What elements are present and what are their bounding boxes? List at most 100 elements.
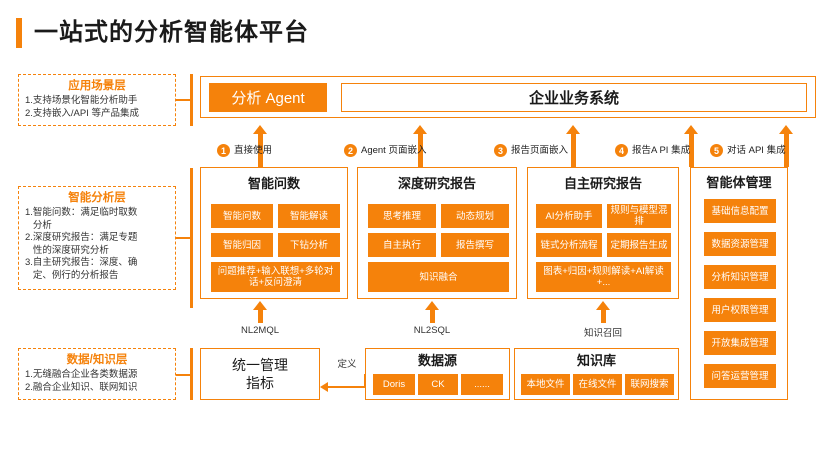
layer-box-analysis: 智能分析层 1.智能问数：满足临时取数 分析 2.深度研究报告：满足专题 性的深… — [18, 186, 176, 290]
integration-badge-1: 1 — [217, 144, 230, 157]
layer-line: 2.支持嵌入/API 等产品集成 — [25, 107, 140, 119]
arrow-head-icon — [425, 301, 439, 310]
chip-deep-research-0[interactable]: 思考推理 — [368, 204, 436, 228]
box-unified-metrics[interactable]: 统一管理 指标 — [200, 348, 320, 400]
integration-arrow-5 — [779, 125, 793, 167]
arrow-head-icon — [413, 125, 427, 134]
card-title-auto-research: 自主研究报告 — [563, 176, 642, 191]
connector-arrow-knowledge-recall — [596, 301, 610, 323]
bracket-connector-data — [176, 374, 192, 376]
bracket-vertical-analysis — [190, 168, 193, 308]
connector-label-knowledge-recall: 知识召回 — [583, 328, 622, 339]
chip-datasource-2[interactable]: ...... — [461, 374, 503, 395]
define-arrow-line — [328, 386, 366, 388]
connector-label-nl2mql: NL2MQL — [240, 325, 279, 336]
arrow-head-icon — [596, 301, 610, 310]
chip-auto-research-wide[interactable]: 图表+归因+规则解读+AI解读+... — [536, 262, 671, 292]
chip-smart-query-wide[interactable]: 问题推荐+输入联想+多轮对话+反问澄清 — [211, 262, 340, 292]
chip-management-3[interactable]: 用户权限管理 — [704, 298, 776, 322]
chip-deep-research-wide[interactable]: 知识融合 — [368, 262, 509, 292]
arrow-stem — [570, 134, 576, 167]
chip-deep-research-1[interactable]: 动态规划 — [441, 204, 509, 228]
card-deep-research[interactable]: 深度研究报告 思考推理 动态规划 自主执行 报告撰写 知识融合 — [357, 167, 517, 299]
card-auto-research[interactable]: 自主研究报告 AI分析助手 规则与模型混排 链式分析流程 定期报告生成 图表+归… — [527, 167, 679, 299]
define-arrow-head-icon — [320, 382, 328, 392]
chip-management-2[interactable]: 分析知识管理 — [704, 265, 776, 289]
layer-box-application: 应用场景层 1.支持场景化智能分析助手 2.支持嵌入/API 等产品集成 — [18, 74, 176, 126]
chip-knowledge-0[interactable]: 本地文件 — [521, 374, 570, 395]
chip-management-4[interactable]: 开放集成管理 — [704, 331, 776, 355]
integration-label-1: 直接使用 — [234, 145, 273, 156]
integration-badge-2: 2 — [344, 144, 357, 157]
chip-auto-research-3[interactable]: 定期报告生成 — [607, 233, 671, 257]
arrow-stem — [429, 310, 435, 323]
layer-line: 1.无缝融合企业各类数据源 — [25, 369, 138, 380]
layer-title-analysis: 智能分析层 — [68, 192, 126, 204]
chip-deep-research-3[interactable]: 报告撰写 — [441, 233, 509, 257]
arrow-head-icon — [779, 125, 793, 134]
bracket-vertical-data — [190, 348, 193, 400]
define-label: 定义 — [337, 359, 357, 370]
integration-badge-5: 5 — [710, 144, 723, 157]
chip-auto-research-0[interactable]: AI分析助手 — [536, 204, 602, 228]
connector-arrow-nl2mql — [253, 301, 267, 323]
arrow-stem — [600, 310, 606, 323]
chip-auto-research-1[interactable]: 规则与模型混排 — [607, 204, 671, 228]
chip-smart-query-1[interactable]: 智能解读 — [278, 204, 340, 228]
chip-smart-query-2[interactable]: 智能归因 — [211, 233, 273, 257]
integration-label-3: 报告页面嵌入 — [511, 145, 569, 156]
bracket-vertical-application — [190, 74, 193, 126]
chip-smart-query-3[interactable]: 下钻分析 — [278, 233, 340, 257]
layer-box-data: 数据/知识层 1.无缝融合企业各类数据源 2.融合企业知识、联网知识 — [18, 348, 176, 400]
arrow-stem — [688, 134, 694, 167]
card-title-smart-query: 智能问数 — [247, 176, 300, 191]
layer-line: 2.深度研究报告：满足专题 性的深度研究分析 — [25, 232, 138, 256]
chip-management-0[interactable]: 基础信息配置 — [704, 199, 776, 223]
chip-management-1[interactable]: 数据资源管理 — [704, 232, 776, 256]
page-title-text: 一站式的分析智能体平台 — [34, 19, 309, 46]
knowledge-title: 知识库 — [576, 353, 616, 368]
layer-line: 1.支持场景化智能分析助手 — [25, 95, 138, 106]
business-system-box[interactable]: 企业业务系统 — [341, 83, 807, 112]
arrow-stem — [417, 134, 423, 167]
chip-auto-research-2[interactable]: 链式分析流程 — [536, 233, 602, 257]
chip-deep-research-2[interactable]: 自主执行 — [368, 233, 436, 257]
arrow-head-icon — [253, 125, 267, 134]
box-knowledge-base[interactable]: 知识库 本地文件 在线文件 联网搜索 — [514, 348, 679, 400]
chip-datasource-0[interactable]: Doris — [373, 374, 415, 395]
arrow-head-icon — [253, 301, 267, 310]
integration-arrow-2 — [413, 125, 427, 167]
integration-label-5: 对话 API 集成 — [727, 145, 786, 156]
arrow-head-icon — [566, 125, 580, 134]
card-title-deep-research: 深度研究报告 — [397, 176, 476, 191]
arrow-stem — [257, 134, 263, 167]
connector-label-nl2sql: NL2SQL — [413, 325, 451, 336]
chip-knowledge-1[interactable]: 在线文件 — [573, 374, 622, 395]
title-accent-bar — [16, 18, 22, 48]
card-smart-query[interactable]: 智能问数 智能问数 智能解读 智能归因 下钻分析 问题推荐+输入联想+多轮对话+… — [200, 167, 348, 299]
integration-arrow-3 — [566, 125, 580, 167]
chip-knowledge-2[interactable]: 联网搜索 — [625, 374, 674, 395]
layer-line: 1.智能问数：满足临时取数 分析 — [25, 207, 138, 231]
card-agent-management[interactable]: 智能体管理 基础信息配置 数据资源管理 分析知识管理 用户权限管理 开放集成管理… — [690, 167, 788, 400]
analysis-agent-chip[interactable]: 分析 Agent — [209, 83, 327, 112]
page-title: 一站式的分析智能体平台 — [16, 18, 309, 48]
chip-smart-query-0[interactable]: 智能问数 — [211, 204, 273, 228]
layer-line: 2.融合企业知识、联网知识 — [25, 381, 138, 393]
integration-arrow-4 — [684, 125, 698, 167]
integration-arrow-1 — [253, 125, 267, 167]
box-datasource[interactable]: 数据源 Doris CK ...... — [365, 348, 510, 400]
unified-metrics-line2: 指标 — [246, 375, 274, 391]
integration-badge-4: 4 — [615, 144, 628, 157]
chip-datasource-1[interactable]: CK — [418, 374, 458, 395]
bracket-connector-application — [176, 99, 192, 101]
datasource-title: 数据源 — [417, 353, 457, 368]
layer-title-application: 应用场景层 — [68, 80, 126, 92]
bracket-connector-analysis — [176, 237, 192, 239]
chip-management-5[interactable]: 问答运营管理 — [704, 364, 776, 388]
arrow-stem — [783, 134, 789, 167]
top-band-container: 分析 Agent 企业业务系统 — [200, 76, 816, 118]
arrow-head-icon — [684, 125, 698, 134]
arrow-stem — [257, 310, 263, 323]
